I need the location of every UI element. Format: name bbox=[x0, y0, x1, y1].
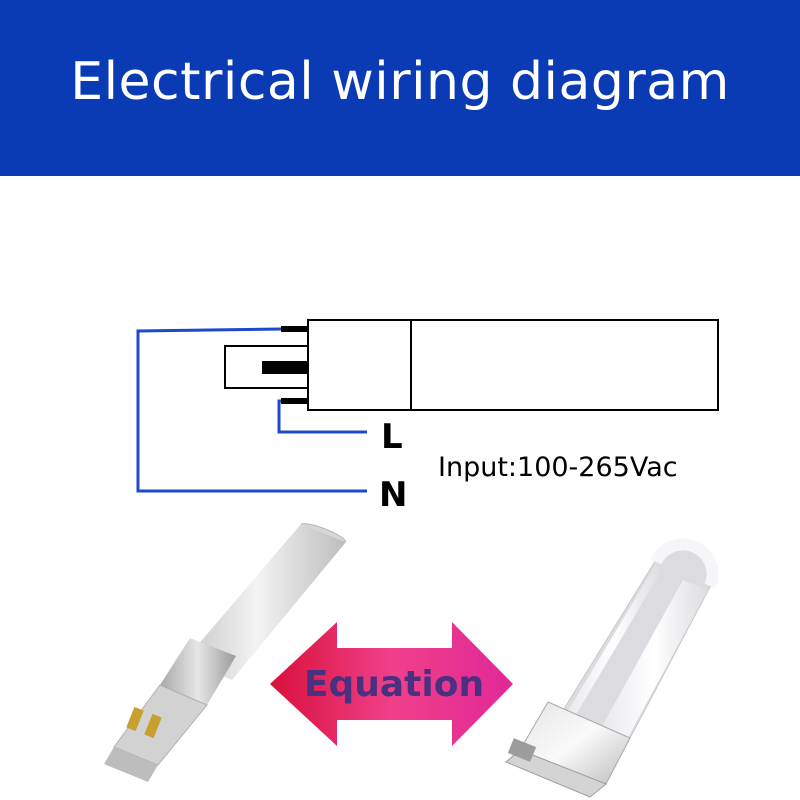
u-shaped-fluorescent-lamp bbox=[505, 538, 719, 798]
top-terminal bbox=[281, 326, 309, 332]
led-tube-lamp bbox=[104, 523, 347, 782]
live-wire bbox=[277, 399, 367, 434]
live-label: L bbox=[381, 417, 403, 457]
wiring-diagram: L N Input:100-265Vac Equation bbox=[104, 319, 719, 798]
socket-pin bbox=[262, 361, 308, 374]
bottom-terminal bbox=[281, 398, 309, 404]
neutral-label: N bbox=[379, 475, 407, 515]
lamp-body-outline bbox=[307, 319, 719, 411]
title-banner: Electrical wiring diagram bbox=[0, 0, 800, 176]
double-headed-arrow-icon bbox=[270, 622, 513, 746]
input-voltage-label: Input:100-265Vac bbox=[438, 452, 678, 483]
lamp-schematic bbox=[224, 319, 719, 411]
neutral-wire bbox=[136, 327, 367, 493]
equation-label: Equation bbox=[304, 664, 484, 705]
wires bbox=[136, 327, 367, 493]
page-title: Electrical wiring diagram bbox=[70, 52, 730, 112]
